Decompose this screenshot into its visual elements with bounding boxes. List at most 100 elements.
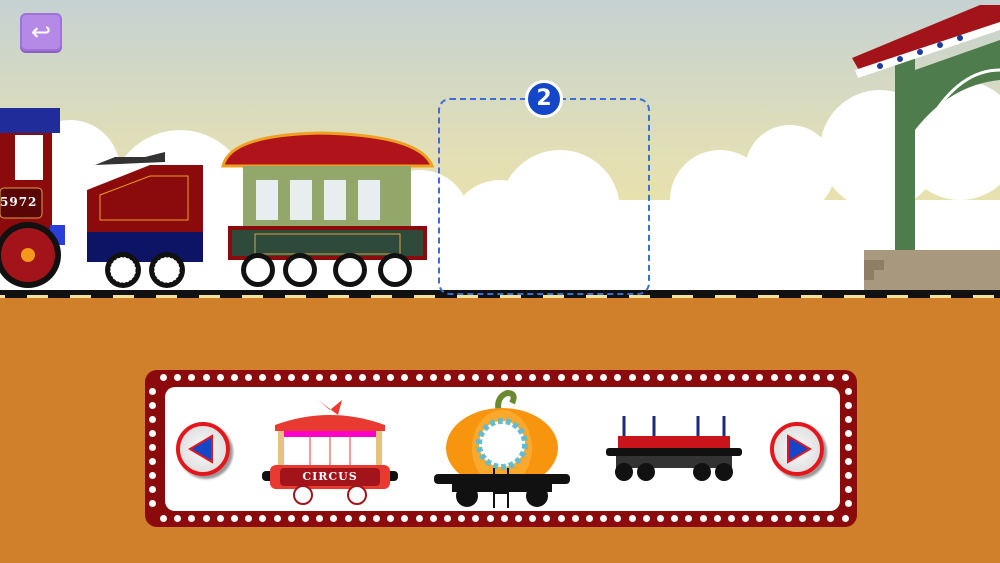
panel-light	[160, 374, 167, 381]
panel-light	[287, 515, 295, 522]
panel-light	[500, 515, 508, 522]
panel-light	[287, 374, 295, 381]
panel-light	[415, 515, 423, 522]
panel-light	[330, 515, 338, 522]
panel-light	[358, 515, 366, 522]
panel-light	[486, 515, 494, 522]
track-tie	[951, 295, 973, 300]
panel-light	[845, 486, 852, 493]
circus-car-label: CIRCUS	[302, 470, 358, 483]
panel-light	[401, 374, 409, 381]
panel-light	[756, 374, 764, 381]
panel-light	[216, 374, 224, 381]
panel-light	[330, 374, 338, 381]
panel-light	[316, 515, 324, 522]
panel-light	[586, 515, 593, 522]
track-tie	[134, 295, 156, 300]
track-tie	[607, 295, 629, 300]
panel-light	[458, 374, 466, 381]
panel-light	[174, 515, 182, 522]
track-tie	[5, 295, 27, 300]
panel-light	[827, 374, 835, 381]
slot-number-badge: 2	[525, 80, 563, 118]
panel-light	[600, 374, 608, 381]
back-button[interactable]: ↩	[20, 13, 62, 51]
panel-light	[149, 472, 156, 479]
panel-light	[628, 515, 636, 522]
panel-light	[799, 515, 806, 522]
panel-light	[642, 374, 650, 381]
track-tie	[693, 295, 715, 300]
panel-light	[529, 374, 537, 381]
passenger-car	[221, 131, 435, 287]
panel-light	[529, 515, 537, 522]
panel-light	[149, 500, 156, 507]
panel-light	[515, 515, 522, 522]
panel-light	[259, 515, 267, 522]
panel-light	[742, 374, 750, 381]
next-button[interactable]	[770, 422, 824, 476]
panel-light	[429, 374, 437, 381]
panel-light	[845, 458, 852, 465]
panel-light	[486, 374, 494, 381]
panel-light	[728, 515, 735, 522]
panel-light	[699, 374, 707, 381]
circus-car[interactable]	[260, 395, 400, 510]
panel-light	[845, 430, 852, 437]
locomotive-number: 5972	[0, 195, 38, 209]
panel-light	[657, 515, 664, 522]
panel-light	[429, 515, 437, 522]
panel-light	[160, 515, 167, 522]
panel-light	[500, 374, 508, 381]
panel-light	[713, 374, 721, 381]
track-tie	[306, 295, 328, 300]
panel-light	[713, 515, 721, 522]
previous-button[interactable]	[176, 422, 230, 476]
panel-light	[387, 515, 395, 522]
panel-light	[373, 374, 380, 381]
panel-light	[358, 374, 366, 381]
panel-light	[149, 388, 156, 395]
panel-light	[614, 515, 622, 522]
panel-light	[302, 515, 309, 522]
locomotive	[0, 108, 65, 288]
panel-light	[770, 515, 778, 522]
panel-light	[799, 374, 806, 381]
flatbed-car[interactable]	[604, 412, 744, 487]
track-tie	[392, 295, 414, 300]
panel-light	[174, 374, 182, 381]
panel-light	[444, 515, 451, 522]
panel-light	[444, 374, 451, 381]
panel-light	[813, 374, 821, 381]
panel-light	[756, 515, 764, 522]
station	[852, 5, 1000, 292]
panel-light	[231, 515, 238, 522]
panel-light	[316, 374, 324, 381]
panel-light	[458, 515, 466, 522]
panel-light	[216, 515, 224, 522]
empty-car-slot[interactable]	[438, 98, 650, 295]
pumpkin-car[interactable]	[432, 388, 572, 510]
panel-light	[571, 515, 579, 522]
panel-light	[614, 374, 622, 381]
panel-light	[472, 515, 480, 522]
panel-light	[685, 515, 693, 522]
panel-light	[845, 388, 852, 395]
panel-light	[685, 374, 693, 381]
panel-light	[202, 374, 210, 381]
panel-light	[845, 402, 852, 409]
panel-light	[245, 374, 253, 381]
track-tie	[908, 295, 930, 300]
panel-light	[273, 515, 281, 522]
panel-light	[202, 515, 210, 522]
panel-light	[543, 374, 551, 381]
panel-light	[401, 515, 409, 522]
panel-light	[728, 374, 735, 381]
panel-light	[671, 374, 679, 381]
panel-light	[845, 444, 852, 451]
panel-light	[827, 515, 835, 522]
panel-light	[557, 515, 565, 522]
track-tie	[478, 295, 500, 300]
panel-light	[845, 416, 852, 423]
panel-light	[472, 374, 480, 381]
